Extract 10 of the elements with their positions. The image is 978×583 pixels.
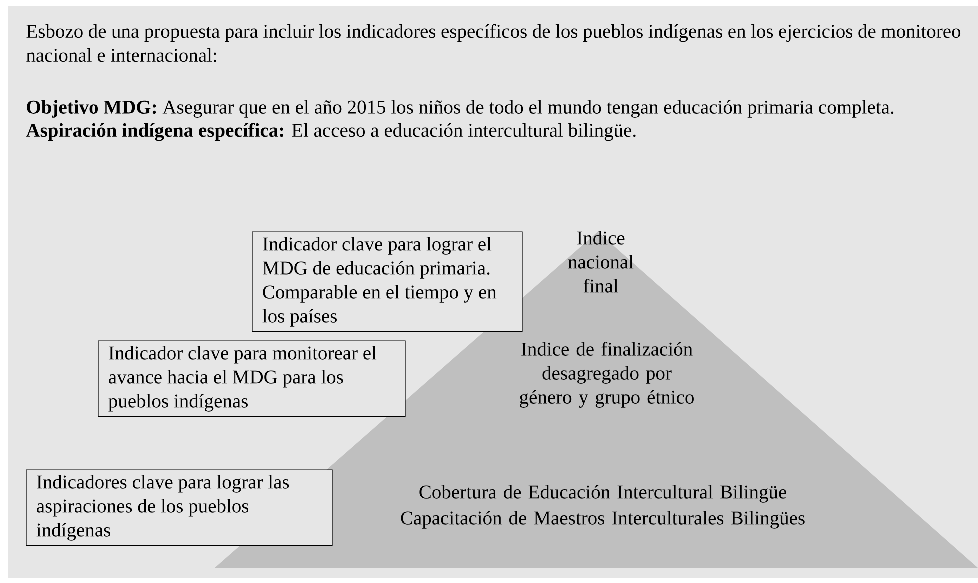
text-box: Indicador clave para lograr el MDG de educación primaria. Comparable en el tiempo y en los países: [252, 232, 523, 332]
pyramid-label: Cobertura de Educación Intercultural Bilingüe: [420, 485, 786, 503]
paragraph: Aspiración indígena específica: El acceso a educación intercultural bilingüe.: [26, 123, 636, 142]
pyramid-label: Capacitación de Maestros Interculturales Bilingües: [401, 511, 805, 529]
text-box: Indicador clave para monitorear el avance hacia el MDG para los pueblos indígenas: [98, 340, 406, 418]
paragraph: Esbozo de una propuesta para incluir los indicadores específicos de los pueblos indígenas en los ejercicios de monitoreo nacional e internacional:: [26, 24, 961, 62]
text-box: Indicadores clave para lograr las aspiraciones de los pueblos indígenas: [26, 470, 333, 546]
pyramid-label: Indice nacional final: [568, 231, 634, 293]
paragraph: Objetivo MDG: Asegurar que en el año 2015 los niños de todo el mundo tengan educación primaria completa.: [27, 100, 894, 118]
pyramid-label: Indice de finalización desagregado por género y grupo étnico: [520, 342, 694, 408]
